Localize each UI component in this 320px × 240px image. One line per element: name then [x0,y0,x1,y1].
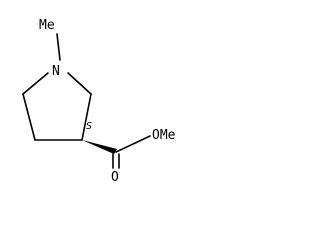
atom-label-ester-oxygen-methyl: OMe [152,128,176,143]
wedge-bond-c3-carbonyl [82,140,117,154]
atom-label-n-methyl: Me [39,18,55,33]
bond-n-methyl [56,33,61,61]
stereo-label: S [86,121,92,132]
bond-c2-c3 [81,93,92,141]
bond-carbonyl-ester-oxygen [115,135,151,153]
bond-c4-c5 [22,93,36,141]
bond-c5-n [22,72,49,95]
bond-n-c2 [67,72,92,95]
atom-label-carbonyl-oxygen: O [111,170,119,185]
atom-label-nitrogen: N [52,64,60,79]
structure-diagram: Me N S OMe O [22,18,176,185]
